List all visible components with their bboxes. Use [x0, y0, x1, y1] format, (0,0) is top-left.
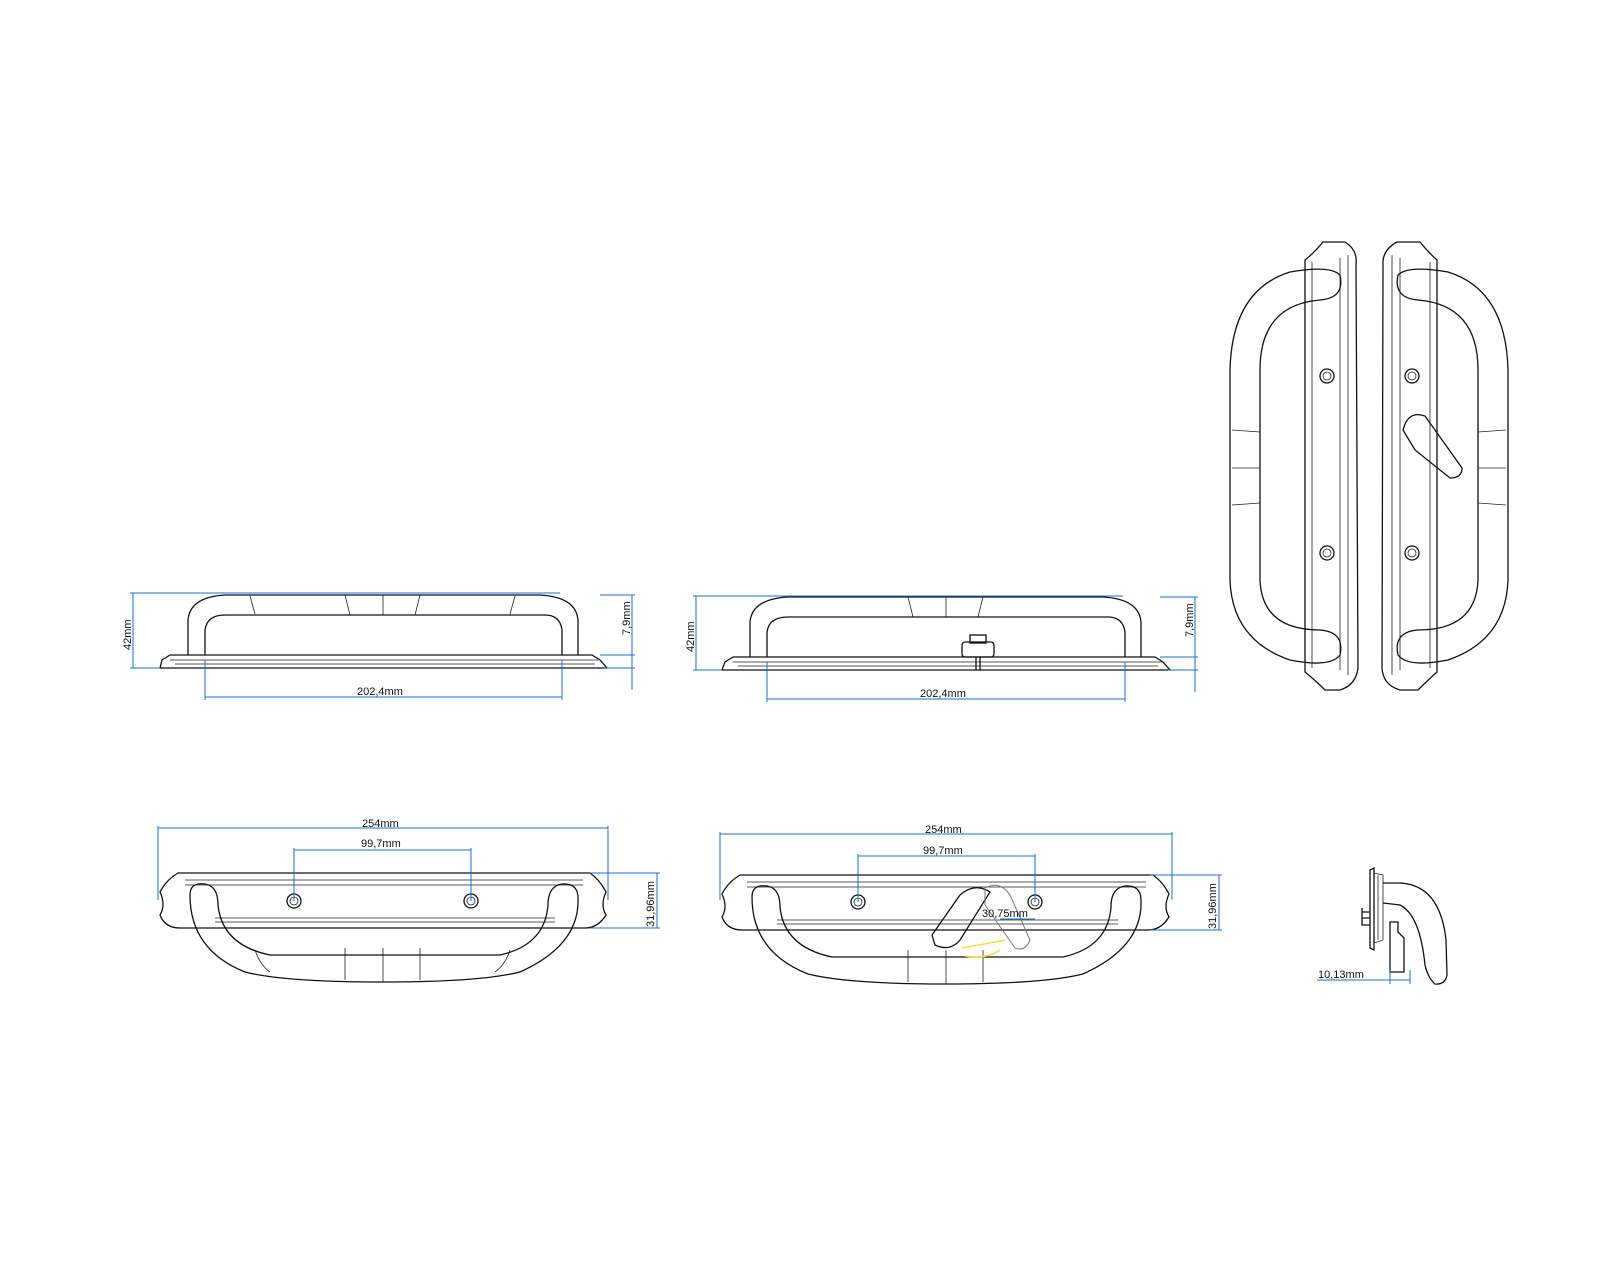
vertical-view-handle-inner: [1381, 241, 1509, 691]
front-view-1-dimensions: 254mm 99,7mm 31,96mm: [157, 818, 660, 929]
side-view-handle-with-lock: [721, 596, 1172, 671]
profile-view-dimensions: 10,13mm: [1317, 969, 1411, 984]
plate-thickness-label: 7,9mm: [621, 601, 633, 635]
plate-height-label: 31,96mm: [1207, 883, 1219, 929]
grip-width-label: 202,4mm: [357, 686, 403, 698]
height-label: 42mm: [685, 621, 697, 652]
lever-icon: [931, 884, 1031, 950]
front-view-handle-with-lock: [721, 874, 1170, 985]
vertical-view-handle-outer: [1229, 241, 1359, 691]
rotation-arrow-icon: [961, 939, 1006, 958]
hole-spacing-label: 99,7mm: [923, 845, 963, 857]
grip-width-label: 202,4mm: [920, 688, 966, 700]
plate-height-label: 31,96mm: [645, 881, 657, 927]
side-view-2-dimensions: 42mm 7,9mm 202,4mm: [685, 595, 1198, 702]
lever-icon: [1402, 413, 1463, 479]
hole-spacing-label: 99,7mm: [361, 838, 401, 850]
front-view-handle: [159, 872, 607, 983]
side-view-1-dimensions: 42mm 7,9mm 202,4mm: [122, 592, 635, 700]
profile-view-handle: [1361, 866, 1448, 985]
overall-length-label: 254mm: [925, 824, 962, 836]
plate-thickness-label: 7,9mm: [1184, 603, 1196, 637]
overall-length-label: 254mm: [362, 818, 399, 830]
side-view-handle: [159, 594, 609, 669]
lever-offset-label: 30,75mm: [982, 908, 1028, 920]
front-view-2-dimensions: 254mm 99,7mm 30,75mm 31,96mm: [719, 824, 1222, 931]
height-label: 42mm: [122, 619, 134, 650]
depth-label: 10,13mm: [1318, 969, 1364, 981]
